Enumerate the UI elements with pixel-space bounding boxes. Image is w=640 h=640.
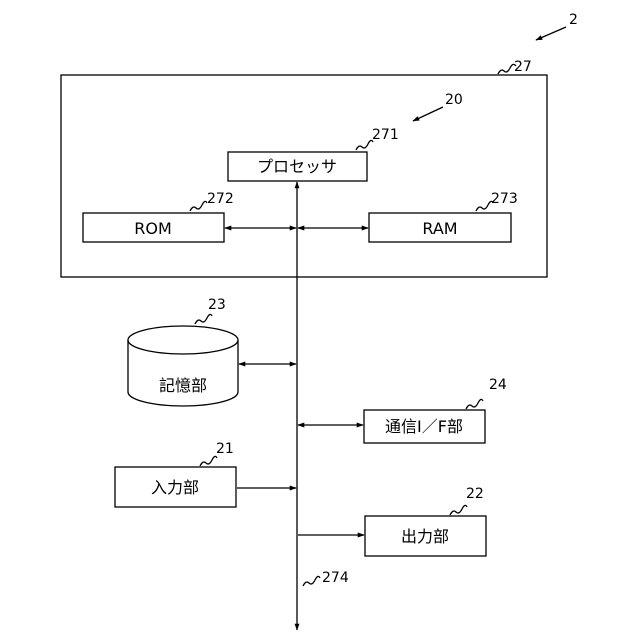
- rom-label: ROM: [134, 219, 172, 238]
- output-ref-label: 22: [466, 486, 484, 502]
- comm-if-ref-leader: [466, 399, 483, 409]
- input-ref-leader: [200, 456, 217, 466]
- rom-ref-label: 272: [207, 191, 234, 207]
- ram-ref-label: 273: [491, 191, 518, 207]
- storage-ref-leader: [195, 314, 212, 324]
- processor-ref-label: 271: [372, 127, 399, 143]
- storage-label: 記憶部: [159, 376, 207, 395]
- computer-ref-label: 27: [514, 59, 532, 75]
- storage-ref-label: 23: [208, 297, 226, 313]
- comm-if-label: 通信I／F部: [385, 417, 463, 436]
- figure-ref-arrow: [536, 27, 566, 40]
- comm-if-ref-label: 24: [489, 377, 507, 393]
- output-label: 出力部: [401, 527, 449, 546]
- input-ref-label: 21: [216, 441, 234, 457]
- input-label: 入力部: [151, 478, 199, 497]
- processor-label: プロセッサ: [257, 157, 337, 176]
- output-ref-leader: [450, 505, 467, 515]
- bus-ref-label: 274: [322, 570, 349, 586]
- bus-ref-leader: [303, 576, 320, 586]
- ram-label: RAM: [422, 219, 457, 238]
- figure-ref-label: 2: [569, 12, 578, 28]
- control-ref-label: 20: [445, 92, 463, 108]
